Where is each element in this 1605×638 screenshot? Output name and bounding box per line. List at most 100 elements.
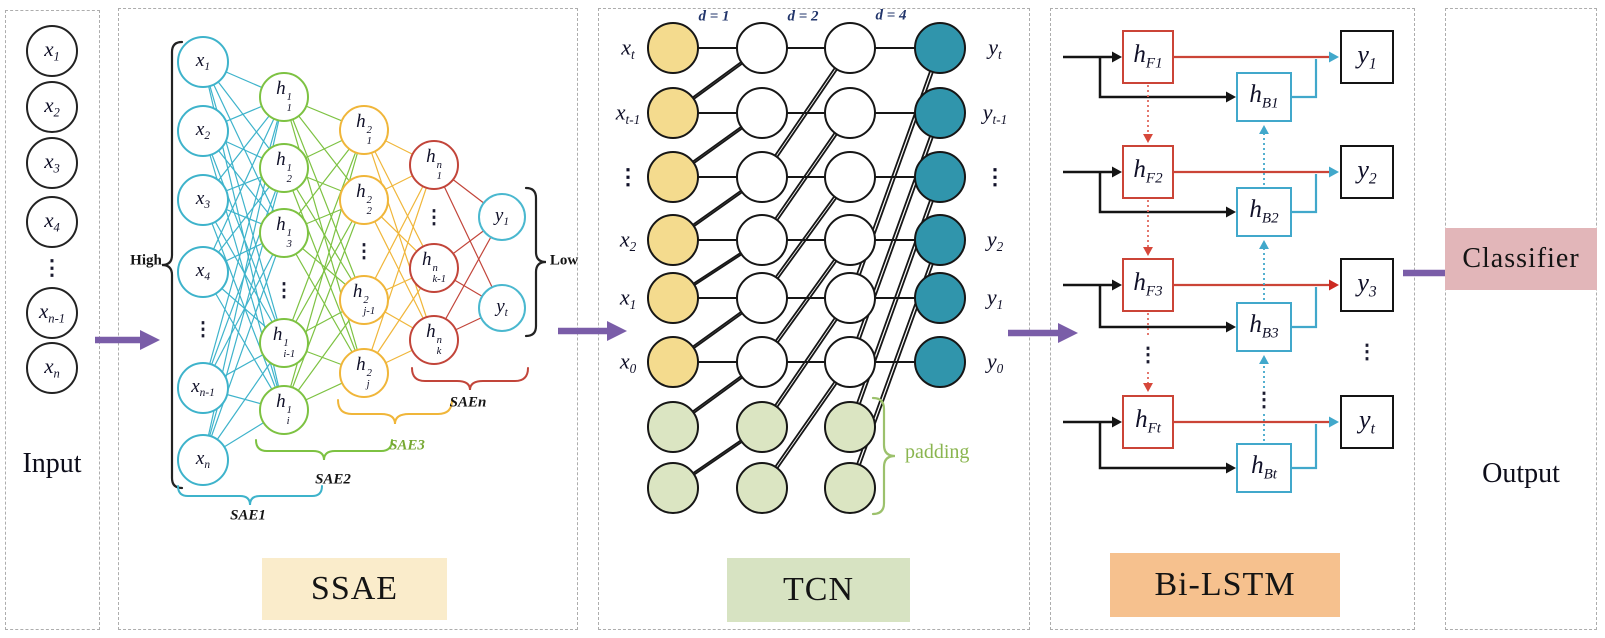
low-label: Low: [549, 252, 579, 269]
tcn-output-label-dots: ⋮: [984, 164, 1006, 189]
tcn-hidden-node-c1r1-: [736, 87, 788, 139]
tcn-padding-node-c2r6-: [824, 401, 876, 453]
tcn-hidden-node-c1r2-: [736, 151, 788, 203]
tcn-output-label-y_1: y1: [986, 284, 1004, 313]
input-panel-title: Input: [22, 448, 82, 479]
bilstm-forward-cell-h_Ft: hFt: [1122, 395, 1174, 449]
tcn-input-label-x_t: xt: [621, 34, 635, 63]
bilstm-backward-cell-h_B1: hB1: [1236, 72, 1292, 122]
tcn-input-label-dots: ⋮: [617, 164, 639, 189]
output-panel: [1445, 8, 1597, 630]
tcn-input-node-c0r3-: [647, 214, 699, 266]
input-node-x_n-1: xn-1: [26, 287, 78, 339]
bilstm-output-ellipsis: ⋮: [1357, 341, 1377, 363]
ssae-node-y_1: y1: [478, 193, 526, 241]
sae3-label: SAE3: [389, 437, 425, 454]
input-node-x_1: x1: [26, 25, 78, 77]
bilstm-forward-cell-h_F3: hF3: [1122, 258, 1174, 312]
sae2-label: SAE2: [315, 471, 351, 488]
tcn-input-node-c0r2-: [647, 151, 699, 203]
output-panel-title: Output: [1482, 458, 1560, 489]
tcn-hidden-node-c2r5-: [824, 336, 876, 388]
bilstm-backward-cell-h_B3: hB3: [1236, 302, 1292, 352]
bilstm-forward-ellipsis: ⋮: [1138, 344, 1158, 366]
input-node-x_3: x3: [26, 137, 78, 189]
tcn-output-node-c3r2-: [914, 151, 966, 203]
ssae-node-dots: ⋮: [274, 280, 294, 302]
bilstm-backward-cell-h_Bt: hBt: [1236, 443, 1292, 493]
tcn-output-node-c3r1-: [914, 87, 966, 139]
dilation-2-label: d = 2: [787, 8, 819, 25]
dilation-1-label: d = 1: [698, 8, 730, 25]
dilation-4-label: d = 4: [875, 7, 907, 24]
tcn-output-node-c3r0-: [914, 22, 966, 74]
tcn-input-label-x_1: x1: [619, 284, 637, 313]
ssae-node-x_2: x2: [177, 105, 229, 157]
saen-label: SAEn: [449, 394, 487, 411]
input-node-x_4: x4: [26, 196, 78, 248]
tcn-hidden-node-c2r1-: [824, 87, 876, 139]
tcn-output-node-c3r5-: [914, 336, 966, 388]
tcn-output-label-y_t-1: yt-1: [982, 99, 1008, 128]
padding-label: padding: [905, 441, 970, 463]
tcn-input-node-c0r0-: [647, 22, 699, 74]
tcn-hidden-node-c1r0-: [736, 22, 788, 74]
tcn-input-node-c0r4-: [647, 272, 699, 324]
ssae-node-x_1: x1: [177, 36, 229, 88]
input-node-x_2: x2: [26, 81, 78, 133]
tcn-hidden-node-c1r4-: [736, 272, 788, 324]
tcn-hidden-node-c1r5-: [736, 336, 788, 388]
tcn-title-box: TCN: [727, 558, 910, 622]
bilstm-forward-cell-h_F1: hF1: [1122, 30, 1174, 84]
ssae-node-dots: ⋮: [424, 207, 444, 229]
ssae-title-box: SSAE: [262, 558, 447, 620]
tcn-input-label-x_t-1: xt-1: [615, 99, 641, 128]
bilstm-backward-ellipsis: ⋮: [1254, 389, 1274, 411]
bilstm-output-cell-y_t: yt: [1340, 395, 1394, 449]
input-node-dots: ⋮: [41, 255, 63, 280]
bilstm-output-cell-y_3: y3: [1340, 258, 1394, 312]
bilstm-backward-cell-h_B2: hB2: [1236, 187, 1292, 237]
tcn-padding-node-c1r7-: [736, 462, 788, 514]
tcn-padding-node-c1r6-: [736, 401, 788, 453]
tcn-output-label-y_t: yt: [988, 34, 1002, 63]
ssae-node-x_n: xn: [177, 434, 229, 486]
bilstm-forward-cell-h_F2: hF2: [1122, 145, 1174, 199]
high-label: High: [130, 252, 162, 269]
classifier-box: Classifier: [1445, 228, 1597, 290]
tcn-input-label-x_2: x2: [619, 226, 637, 255]
tcn-output-node-c3r3-: [914, 214, 966, 266]
tcn-padding-node-c0r6-: [647, 401, 699, 453]
tcn-padding-node-c2r7-: [824, 462, 876, 514]
ssae-node-y_t: yt: [478, 284, 526, 332]
ssae-node-x_4: x4: [177, 246, 229, 298]
tcn-output-label-y_2: y2: [986, 226, 1004, 255]
input-node-x_n: xn: [26, 342, 78, 394]
ssae-node-x_n-1: xn-1: [177, 362, 229, 414]
tcn-output-node-c3r4-: [914, 272, 966, 324]
tcn-hidden-node-c2r3-: [824, 214, 876, 266]
tcn-input-label-x_0: x0: [619, 348, 637, 377]
ssae-node-x_3: x3: [177, 174, 229, 226]
tcn-hidden-node-c2r2-: [824, 151, 876, 203]
tcn-input-node-c0r5-: [647, 336, 699, 388]
bilstm-output-cell-y_2: y2: [1340, 145, 1394, 199]
tcn-padding-node-c0r7-: [647, 462, 699, 514]
tcn-hidden-node-c2r0-: [824, 22, 876, 74]
ssae-node-dots: ⋮: [354, 241, 374, 263]
tcn-output-label-y_0: y0: [986, 348, 1004, 377]
bilstm-output-cell-y_1: y1: [1340, 30, 1394, 84]
tcn-hidden-node-c1r3-: [736, 214, 788, 266]
